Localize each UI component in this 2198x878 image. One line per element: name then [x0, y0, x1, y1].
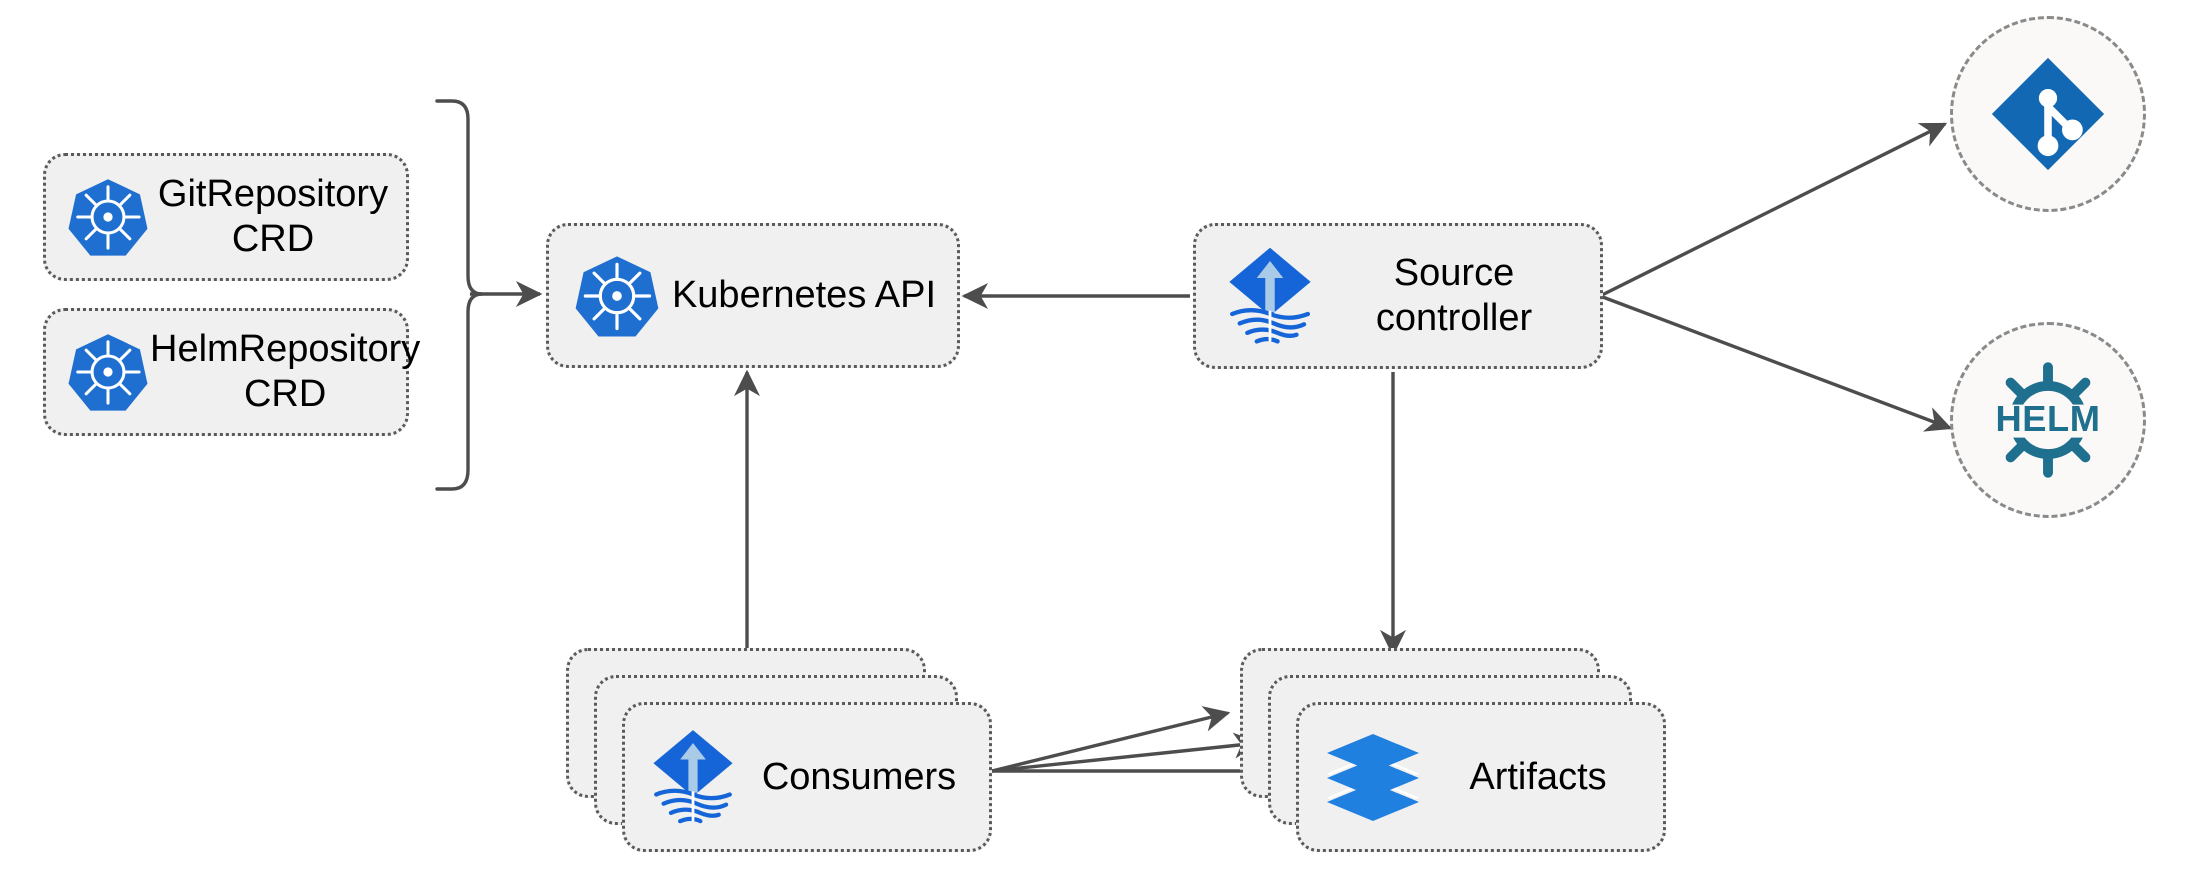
- helm-icon: HELM: [1982, 354, 2114, 486]
- flux-icon: [1222, 244, 1318, 348]
- helm-wordmark: HELM: [1995, 398, 2100, 439]
- edge-consumers-to-artifacts-1: [991, 706, 1231, 773]
- edge-source-controller-to-helm: [1599, 294, 1953, 432]
- node-helm-repository[interactable]: HELM: [1950, 322, 2146, 518]
- node-kubernetes-api-label: Kubernetes API: [671, 274, 937, 317]
- node-consumers[interactable]: Consumers: [622, 702, 992, 852]
- node-artifacts-label: Artifacts: [1469, 755, 1607, 798]
- kubernetes-icon: [573, 252, 661, 340]
- flux-icon: [647, 726, 739, 828]
- layers-icon: [1323, 729, 1423, 825]
- node-helmrepository-crd-label: HelmRepository CRD: [150, 328, 421, 415]
- kubernetes-icon: [66, 175, 150, 259]
- crd-group-brace: [435, 99, 484, 491]
- node-git-repository[interactable]: [1950, 16, 2146, 212]
- node-source-controller-label: Source controller: [1375, 252, 1533, 339]
- node-artifacts[interactable]: Artifacts: [1296, 702, 1666, 852]
- git-icon: [1987, 53, 2109, 175]
- edge-source-controller-to-git: [1599, 122, 1948, 298]
- node-kubernetes-api[interactable]: Kubernetes API: [546, 223, 960, 368]
- node-helmrepository-crd[interactable]: HelmRepository CRD: [43, 308, 420, 436]
- node-consumers-label: Consumers: [761, 755, 957, 798]
- edge-consumers-to-artifacts-2: [991, 732, 1261, 773]
- node-source-controller[interactable]: Source controller: [1193, 223, 1603, 369]
- node-gitrepository-crd-label: GitRepository CRD: [157, 173, 389, 260]
- kubernetes-icon: [66, 330, 150, 414]
- node-gitrepository-crd[interactable]: GitRepository CRD: [43, 153, 409, 281]
